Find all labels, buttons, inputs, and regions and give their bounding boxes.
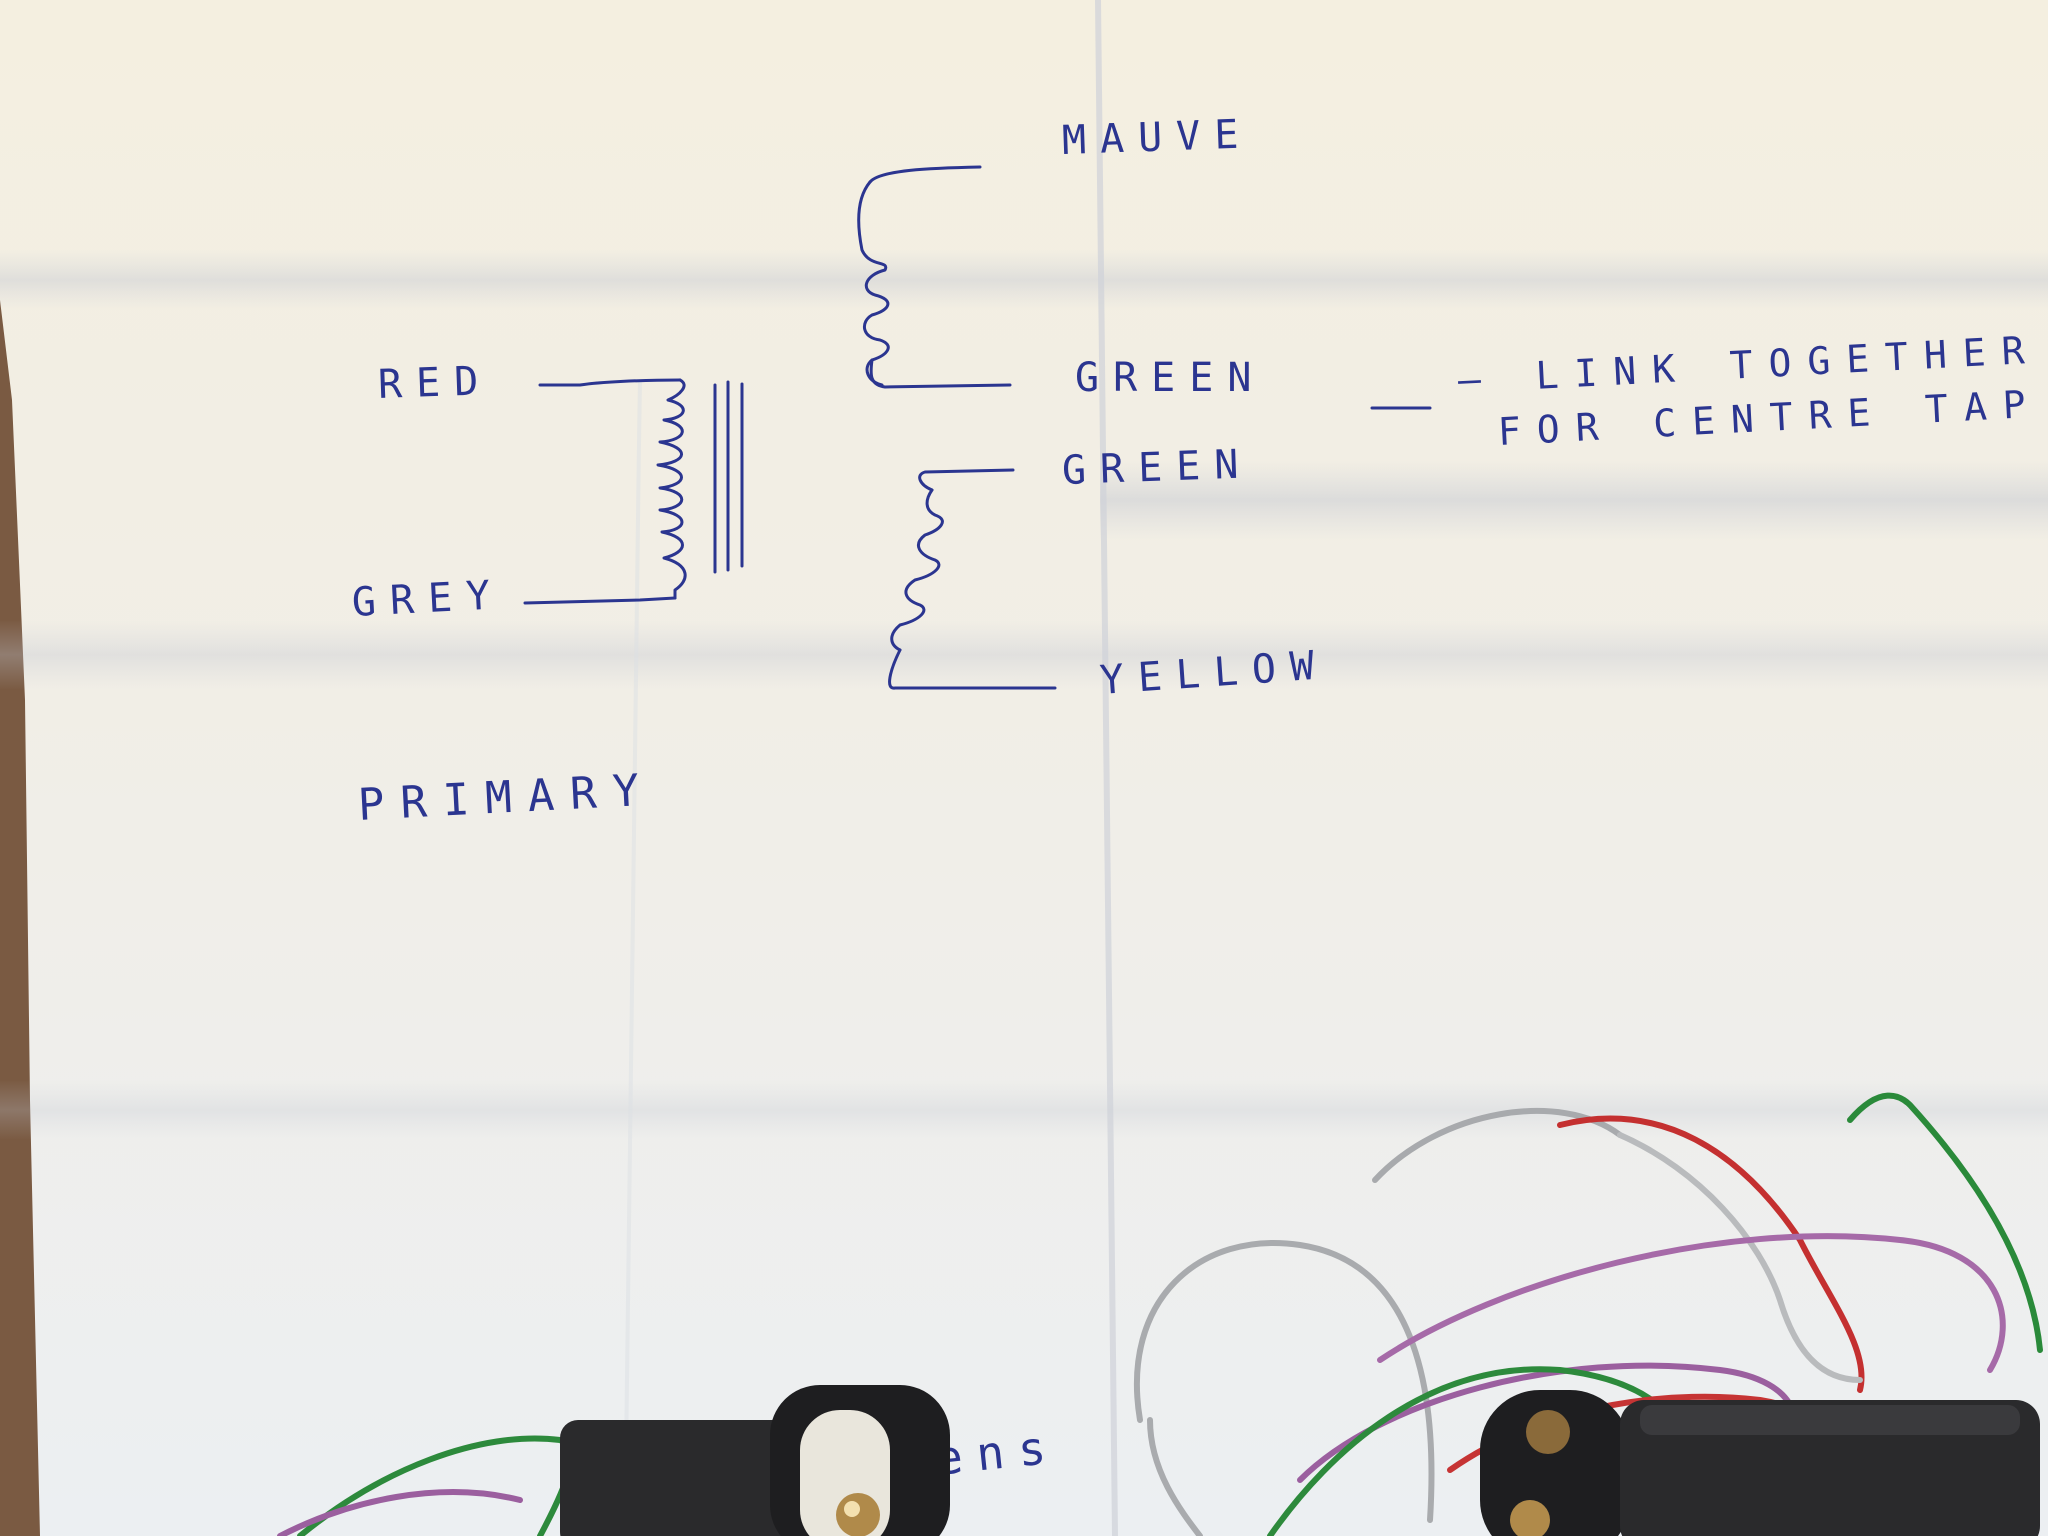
transformer-left xyxy=(560,1385,950,1536)
transformer-right xyxy=(1480,1390,2040,1536)
wire-grey-4 xyxy=(1147,1417,1203,1536)
wire-grey-2 xyxy=(1617,1132,1863,1383)
wire-green-1 xyxy=(1847,1092,2043,1353)
wire-grey-3 xyxy=(1133,1240,1435,1523)
wire-mauve-3 xyxy=(277,1489,523,1536)
wire-red-1 xyxy=(1557,1115,1865,1393)
wire-mauve-1 xyxy=(1377,1233,2006,1373)
secondary-lead-green-lower xyxy=(918,468,1015,492)
primary-lead-red xyxy=(538,378,682,387)
secondary-lead-green-upper xyxy=(869,358,1012,389)
secondary-lead-yellow xyxy=(888,648,1057,690)
secondary-lead-mauve xyxy=(868,165,982,184)
secondary-coil-upper xyxy=(857,180,890,387)
secondary-coil-lower xyxy=(890,488,944,652)
primary-lead-grey xyxy=(523,596,677,605)
label-green-upper: GREEN xyxy=(1075,355,1266,401)
primary-coil xyxy=(656,378,687,600)
wire-green-3 xyxy=(297,1435,574,1536)
